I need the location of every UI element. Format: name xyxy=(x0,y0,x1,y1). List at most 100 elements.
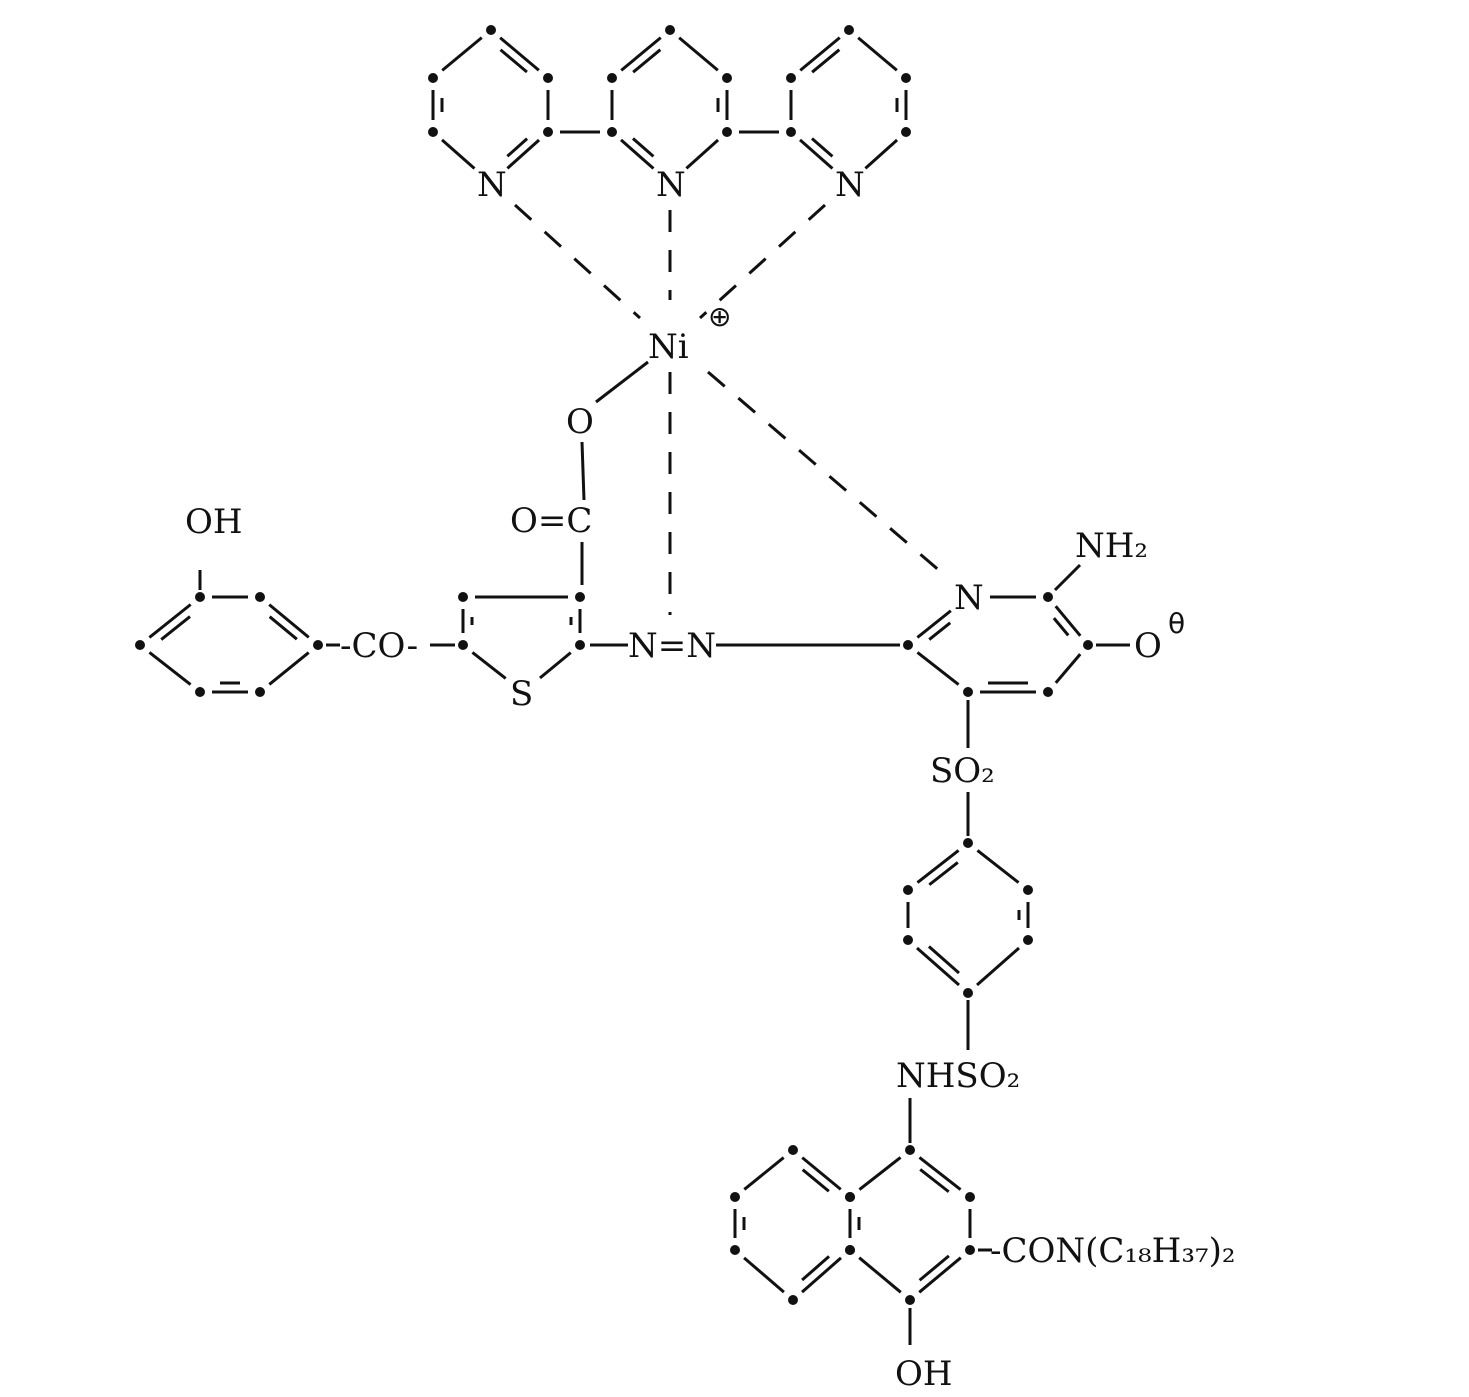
double-bond-inner xyxy=(802,1256,829,1280)
atom-dot xyxy=(543,73,553,83)
single-bond xyxy=(744,1258,784,1292)
atom-dot xyxy=(901,73,911,83)
atom-dot xyxy=(963,687,973,697)
double-bond-inner xyxy=(501,50,527,72)
naphthol-oh-label: OH xyxy=(895,1354,953,1394)
atom-dot xyxy=(486,25,496,35)
single-bond xyxy=(977,850,1018,882)
single-bond xyxy=(744,1158,783,1190)
atom-dot xyxy=(903,885,913,895)
azo-label: N=N xyxy=(628,626,716,666)
single-bond xyxy=(977,948,1019,985)
atom-dot xyxy=(788,1145,798,1155)
atom-dot xyxy=(786,127,796,137)
atom-dot xyxy=(313,640,323,650)
atom-dot xyxy=(963,988,973,998)
nickel-label: Ni xyxy=(648,327,689,367)
atom-dot xyxy=(575,640,585,650)
coordination-bond xyxy=(515,205,640,318)
atom-dot xyxy=(607,127,617,137)
single-bond xyxy=(859,1157,900,1189)
carbonyl-label: O=C xyxy=(510,501,592,541)
double-bond-inner xyxy=(920,1256,949,1280)
terpy-n-mid-label: N xyxy=(656,165,686,205)
atom-dot xyxy=(722,73,732,83)
single-bond xyxy=(269,653,308,685)
bonds xyxy=(149,38,1130,1345)
atom-dot xyxy=(1083,640,1093,650)
atom-dot xyxy=(730,1245,740,1255)
double-bond xyxy=(917,611,950,638)
atom-dot xyxy=(963,838,973,848)
pyridine-n-label: N xyxy=(954,578,984,618)
single-bond xyxy=(686,140,718,168)
single-bond xyxy=(149,652,190,684)
double-bond-inner xyxy=(812,50,839,72)
phenol-oh-label: OH xyxy=(185,502,243,542)
atom-dot xyxy=(255,687,265,697)
atom-dot xyxy=(458,640,468,650)
atom-dot xyxy=(845,1245,855,1255)
atom-dot xyxy=(607,73,617,83)
double-bond-inner xyxy=(161,617,190,640)
atom-dot xyxy=(844,25,854,35)
atom-dot xyxy=(195,687,205,697)
atom-dot xyxy=(845,1192,855,1202)
oxide-label: O xyxy=(1134,626,1162,666)
keto-link-label: -CO- xyxy=(340,626,418,666)
double-bond-inner xyxy=(803,1170,829,1192)
single-bond xyxy=(442,38,482,71)
terpy-n-right-label: N xyxy=(835,165,865,205)
single-bond xyxy=(865,140,897,168)
double-bond-inner xyxy=(270,617,297,639)
amide-label: -CON(C₁₈H₃₇)₂ xyxy=(990,1231,1235,1271)
atom-dot xyxy=(905,1145,915,1155)
single-bond xyxy=(540,653,571,678)
double-bond-inner xyxy=(929,862,958,884)
atom-dot xyxy=(428,127,438,137)
atom-dot xyxy=(903,640,913,650)
double-bond-inner xyxy=(920,1169,949,1191)
atom-dot xyxy=(255,592,265,602)
atom-dot xyxy=(1023,935,1033,945)
atom-dot xyxy=(195,592,205,602)
atom-dot xyxy=(965,1245,975,1255)
single-bond xyxy=(596,362,648,402)
atom-dot xyxy=(1023,885,1033,895)
coordination-bond xyxy=(708,372,948,578)
single-bond xyxy=(858,38,897,71)
atom-dot xyxy=(722,127,732,137)
single-bond xyxy=(1056,654,1080,683)
double-bond xyxy=(1056,606,1081,636)
atom-dot xyxy=(786,73,796,83)
sulfonamide-label: NHSO₂ xyxy=(896,1056,1020,1096)
atom-dot xyxy=(665,25,675,35)
atom-dot xyxy=(575,592,585,602)
single-bond xyxy=(582,442,584,500)
atom-dot xyxy=(965,1192,975,1202)
single-bond xyxy=(679,38,718,71)
terpy-n-left-label: N xyxy=(477,165,507,205)
carboxyl-o-label: O xyxy=(566,402,594,442)
atom-dot xyxy=(1043,687,1053,697)
atom-dot xyxy=(905,1295,915,1305)
sulfonyl-label: SO₂ xyxy=(930,751,995,791)
atom-dot xyxy=(543,127,553,137)
oxide-charge-label: θ xyxy=(1168,607,1185,640)
double-bond-inner xyxy=(929,946,959,973)
atom-dot xyxy=(901,127,911,137)
atom-dots xyxy=(135,25,1093,1305)
double-bond xyxy=(507,140,539,168)
single-bond xyxy=(859,1258,901,1293)
single-bond xyxy=(1055,565,1080,590)
atom-dot xyxy=(135,640,145,650)
thiophene-s-label: S xyxy=(510,674,533,714)
single-bond xyxy=(917,652,958,684)
single-bond xyxy=(442,140,474,169)
amino-label: NH₂ xyxy=(1075,526,1148,566)
atom-dot xyxy=(1043,592,1053,602)
atom-labels: N N N Ni ⊕ O O=C OH -CO- S N=N N NH₂ O θ… xyxy=(185,165,1235,1394)
nickel-charge-label: ⊕ xyxy=(708,300,731,333)
